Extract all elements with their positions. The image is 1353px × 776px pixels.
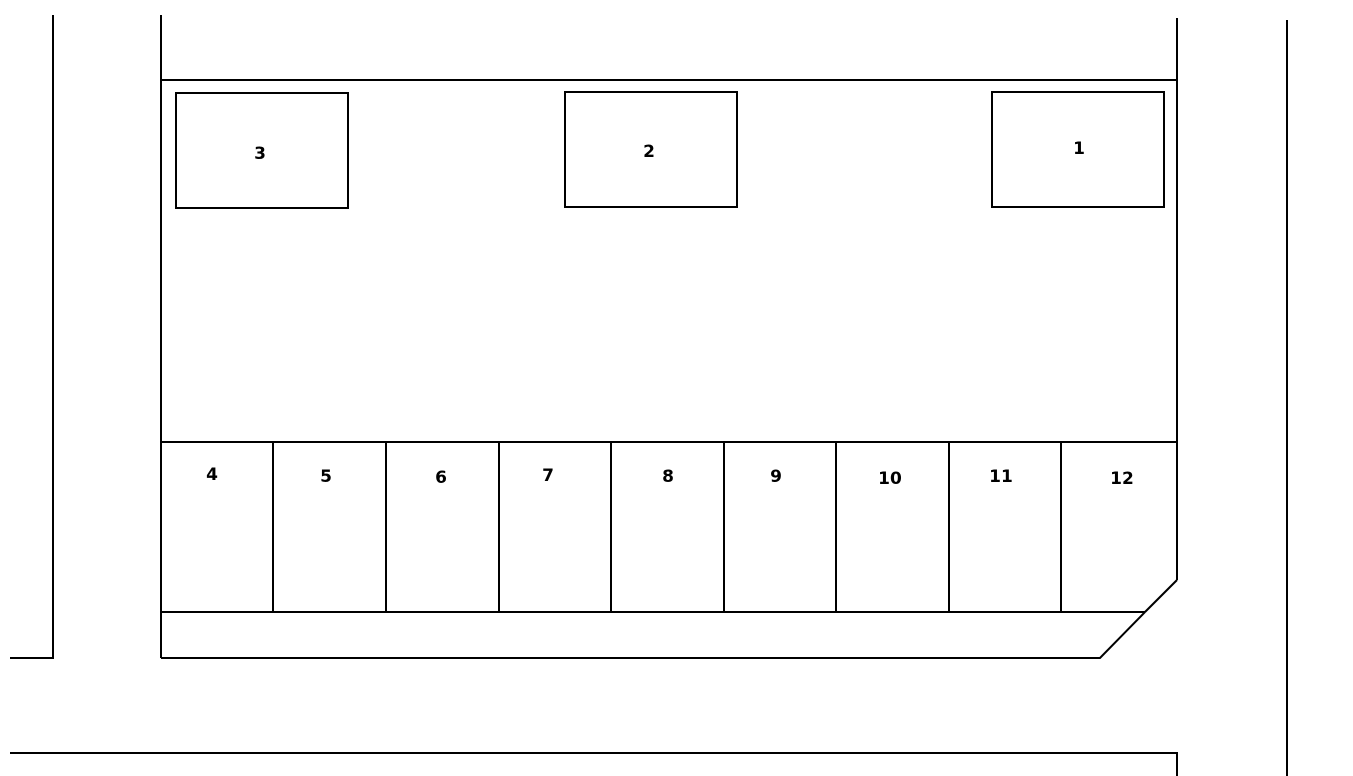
top-space-2[interactable]: 2	[564, 91, 738, 208]
space-label-6[interactable]: 6	[435, 468, 447, 488]
space-label: 3	[254, 144, 266, 164]
bottom-road-edge-line	[10, 752, 1178, 776]
top-space-3[interactable]: 3	[175, 92, 349, 209]
lot-chamfer-line	[1144, 579, 1178, 613]
space-label-12[interactable]: 12	[1110, 469, 1134, 489]
space-box	[564, 91, 738, 208]
space-label-11[interactable]: 11	[989, 467, 1013, 487]
space-box	[175, 92, 349, 209]
parking-row-dividers	[272, 442, 1062, 612]
lot-bottom-corner-line	[161, 611, 1146, 659]
space-label: 1	[1073, 139, 1085, 159]
space-label-8[interactable]: 8	[662, 467, 674, 487]
space-label-9[interactable]: 9	[770, 467, 782, 487]
bottom-space-labels: 4 5 6 7 8 9 10 11 12	[206, 465, 1134, 489]
space-label-5[interactable]: 5	[320, 467, 332, 487]
space-label: 2	[643, 142, 655, 162]
top-space-1[interactable]: 1	[991, 91, 1165, 208]
space-label-7[interactable]: 7	[542, 466, 554, 486]
space-label-10[interactable]: 10	[878, 469, 902, 489]
space-label-4[interactable]: 4	[206, 465, 218, 485]
space-box	[991, 91, 1165, 208]
